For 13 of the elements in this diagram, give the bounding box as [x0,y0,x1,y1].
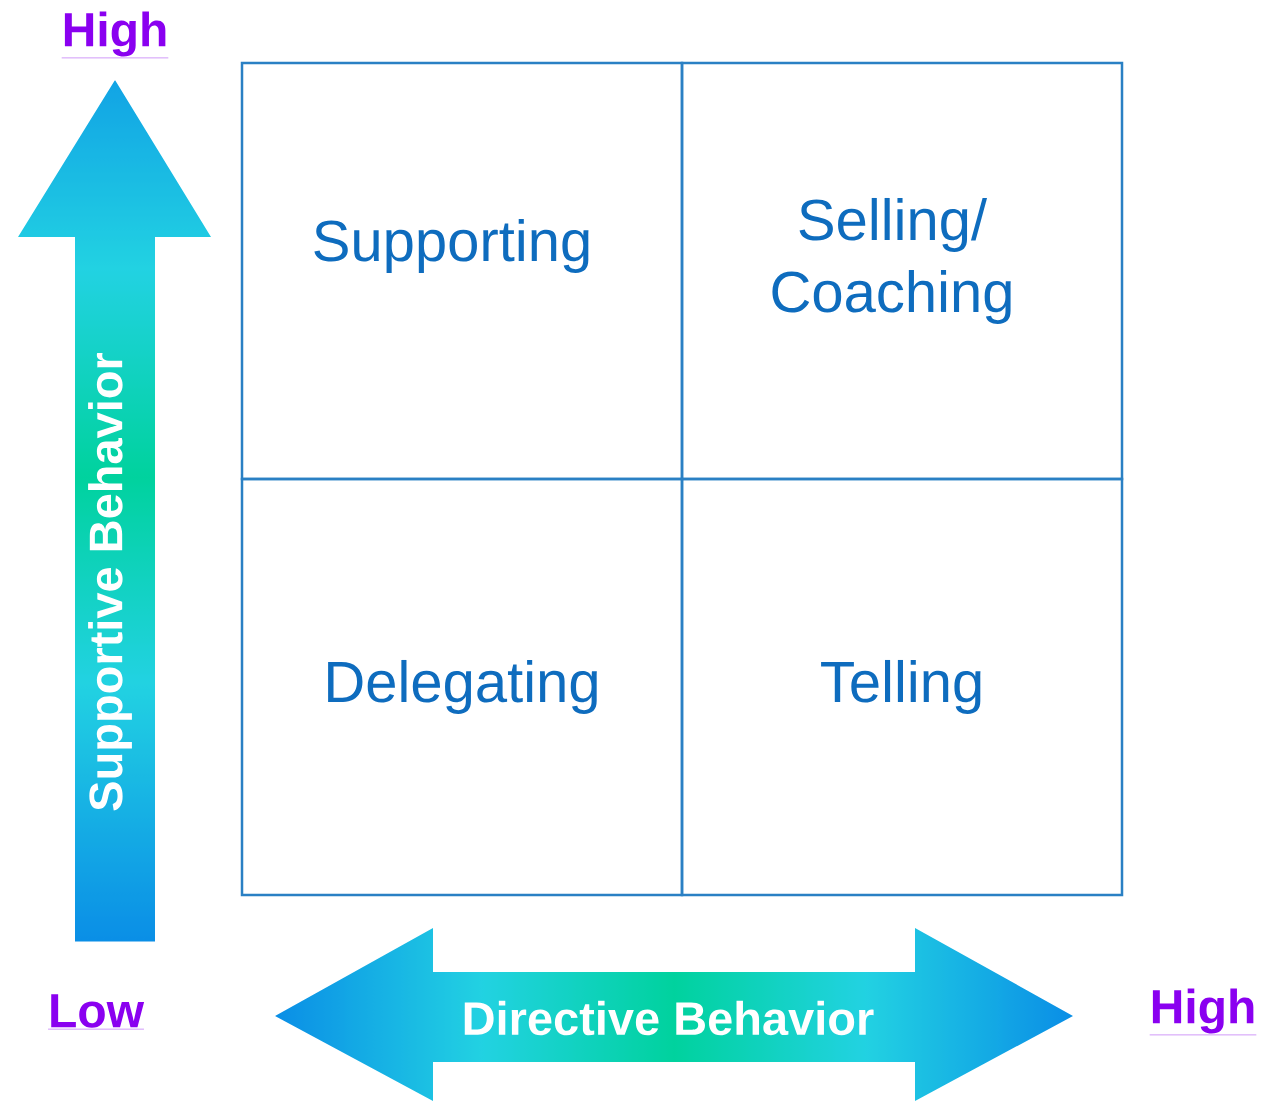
axis-title: Supportive Behavior [88,352,132,811]
quadrant-label: Telling [821,659,981,714]
quadrant-cell [240,61,684,481]
quadrant-cell [680,61,1124,481]
axis-end-label: High [61,11,169,59]
quadrant-cell [680,477,1124,897]
quadrant-cell [240,477,684,897]
quadrant-label: Delegating [328,659,597,714]
axis-title: Directive Behavior [464,1000,874,1036]
quadrant-label: Selling/ Coaching [772,197,1011,325]
quadrant-label: Supporting [314,218,589,274]
axis-end-label: Low [47,994,145,1030]
axis-end-label: High [1149,988,1257,1036]
